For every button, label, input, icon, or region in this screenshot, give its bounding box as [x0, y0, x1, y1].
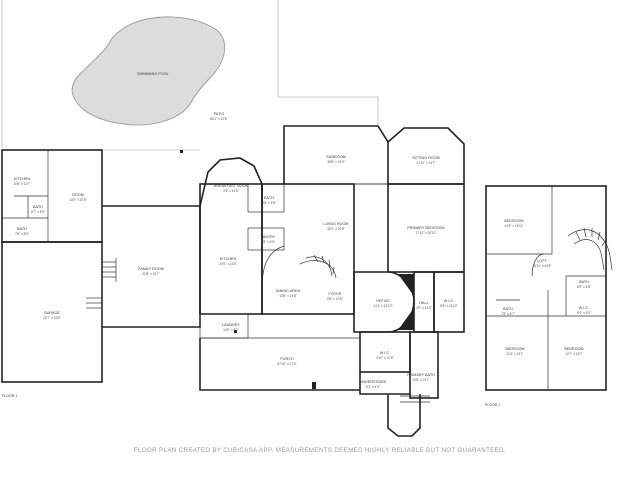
room-label: BATH: [503, 307, 513, 311]
room-label: W.I.C.: [380, 351, 390, 355]
room-dims: 7'8" x 6'7": [501, 312, 515, 316]
room-dims: 9'8" x 11'8": [223, 189, 238, 193]
room-label: LAUNDRY: [222, 323, 240, 327]
room-dims: 4'5" x 14'5": [416, 306, 432, 310]
room-label: SITTING ROOM: [412, 156, 440, 160]
room-label: BATH: [33, 205, 43, 209]
room-dims: 8'4" x 6'8": [577, 285, 591, 289]
room-label: PORCH: [280, 357, 294, 361]
room-dims: 5'2" x 4'3": [366, 385, 380, 389]
room-label: BATH: [17, 227, 27, 231]
room-dims: 20'0" x 24'8": [219, 262, 236, 266]
room-dims: 18'11" x 20'8": [532, 264, 551, 268]
room-dims: 8'7" x 8'5": [31, 210, 45, 214]
disclaimer-text: FLOOR PLAN CREATED BY CUBICASA APP. MEAS…: [133, 447, 507, 454]
room-label: PRIMARY BEDROOM: [407, 226, 444, 230]
room-dims: 9'4" x 6'5": [577, 311, 591, 315]
room-dims: 22'8" x 26'7": [142, 272, 159, 276]
room-label: HALL: [419, 301, 428, 305]
floor-2-stairs: [567, 227, 613, 271]
room-dims: 17'10" x 13'7": [416, 161, 435, 165]
floor-2-walls: [485, 185, 613, 391]
room-label: KITCHEN: [14, 177, 31, 181]
room-label: FOYER: [329, 292, 342, 296]
room-label: BEDROOM: [564, 347, 583, 351]
room-label: UNDERSTAIRS: [360, 380, 387, 384]
room-label: LIVING ROOM: [323, 222, 348, 226]
room-label: BATH: [264, 196, 274, 200]
room-label: LOFT: [537, 259, 547, 263]
room-dims: 8'8" x 13'8": [327, 297, 343, 301]
floor-1-labels: SWIMMING POOL PATIO 80'1" x 40'8" KITCHE…: [2, 72, 458, 398]
room-dims: 80'1" x 40'8": [210, 117, 227, 121]
room-dims: 14'0" x 8'7": [223, 328, 239, 332]
room-dims: 14'1" x 13'10": [373, 304, 392, 308]
room-dims: 9'10" x 10'8": [376, 356, 393, 360]
room-label: ROOM: [72, 193, 84, 197]
room-dims: 7'8" x 8'5": [15, 232, 29, 236]
floor-2-labels: BEDROOM 14'5" x 18'11" LOFT 18'11" x 20'…: [485, 219, 591, 407]
room-label: BEDROOM: [504, 219, 523, 223]
room-dims: 13'8" x 19'8": [279, 294, 296, 298]
room-label: KITCHEN: [220, 257, 237, 261]
room-dims: 13'0" x 20'8": [69, 198, 86, 202]
room-label: PATIO: [214, 112, 225, 116]
room-dims: 12'7" x 16'7": [565, 352, 582, 356]
room-label: BREAKFAST NOOK: [214, 184, 249, 188]
room-label: PRIMARY BATH: [407, 373, 435, 377]
room-dims: 9'8" x 5'8": [262, 201, 276, 205]
room-dims: 38'6" x 15'0": [327, 160, 344, 164]
room-label: W.I.C.: [579, 306, 589, 310]
room-dims: 10'8" x 10'7": [13, 182, 30, 186]
room-dims: 6'8" x 6'5": [261, 240, 275, 244]
room-label: FAMILY ROOM: [138, 267, 164, 271]
room-label: DINING AREA: [276, 289, 301, 293]
room-label: SUNROOM: [326, 155, 345, 159]
room-label: PANTRY: [261, 235, 276, 239]
room-label: GARAGE: [44, 311, 60, 315]
floor-2-label: FLOOR 2: [485, 403, 500, 407]
floor-1-label: FLOOR 1: [2, 394, 17, 398]
swimming-pool: [71, 16, 226, 126]
curved-stairs: [299, 254, 337, 279]
room-dims: 11'8" x 16'1": [506, 352, 523, 356]
room-dims: 14'5" x 18'11": [504, 224, 523, 228]
room-label: SWIMMING POOL: [137, 72, 168, 76]
room-label: BATH: [579, 280, 589, 284]
room-dims: 32'0" x 20'8": [327, 227, 344, 231]
room-dims: 13'8" x 23'7": [412, 378, 429, 382]
room-dims: 57'10" x 17'5": [277, 362, 296, 366]
room-label: OFFICE: [376, 299, 390, 303]
room-dims: 8'8" x 15'10": [440, 304, 457, 308]
floor-1-walls: [1, 125, 465, 437]
room-dims: 23'7" x 33'8": [43, 316, 60, 320]
room-dims: 17'10" x 20'10": [415, 231, 436, 235]
room-label: W.I.C.: [444, 299, 454, 303]
room-label: BEDROOM: [505, 347, 524, 351]
